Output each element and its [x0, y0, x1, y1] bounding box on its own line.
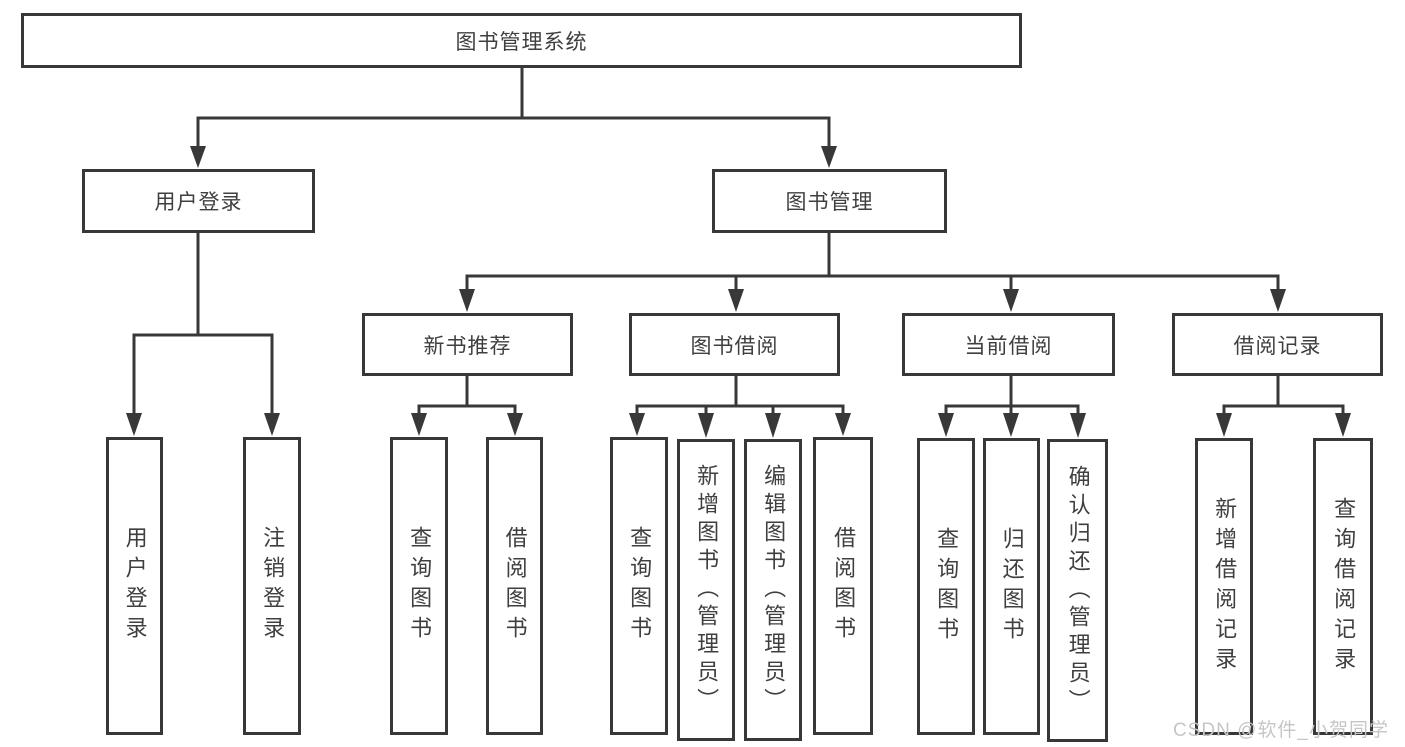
arrowhead-icon	[126, 413, 142, 436]
node-label: 查询图书	[627, 526, 653, 646]
node-label: 用户登录	[122, 526, 148, 646]
node-new-book-recommend: 新书推荐	[362, 313, 573, 376]
connector-paths	[132, 64, 1345, 416]
leaf-bb-add-book-admin: 新增图书（管理员）	[677, 439, 735, 741]
arrowhead-icon	[765, 413, 781, 438]
node-label: 编辑图书（管理员）	[761, 464, 787, 716]
arrowhead-icon	[938, 413, 954, 437]
leaf-br-add-record: 新增借阅记录	[1195, 438, 1253, 735]
arrowhead-icon	[821, 146, 837, 168]
leaf-cb-return-book: 归还图书	[983, 438, 1040, 735]
node-label: 当前借阅	[964, 334, 1053, 358]
node-label: 图书管理	[785, 191, 874, 214]
arrowhead-icon	[1070, 413, 1086, 438]
leaf-bb-borrow-book: 借阅图书	[813, 437, 873, 735]
arrowhead-icon	[1003, 289, 1019, 312]
leaf-br-query-record: 查询借阅记录	[1313, 438, 1373, 735]
node-label: 图书管理系统	[455, 30, 588, 54]
node-root-system: 图书管理系统	[21, 13, 1022, 68]
node-label: 确认归还（管理员）	[1065, 464, 1091, 717]
arrowheads	[126, 146, 1351, 438]
leaf-rec-borrow-book: 借阅图书	[486, 437, 543, 735]
leaf-bb-edit-book-admin: 编辑图书（管理员）	[744, 439, 802, 741]
arrowhead-icon	[264, 413, 280, 436]
arrowhead-icon	[728, 289, 744, 312]
node-label: 新增借阅记录	[1212, 496, 1238, 677]
leaf-logout: 注销登录	[243, 437, 301, 735]
node-label: 归还图书	[999, 526, 1025, 647]
arrowhead-icon	[411, 413, 427, 436]
arrowhead-icon	[190, 146, 206, 168]
node-label: 借阅记录	[1233, 334, 1322, 358]
arrowhead-icon	[1335, 413, 1351, 437]
arrowhead-icon	[629, 413, 645, 436]
node-label: 查询图书	[407, 526, 433, 646]
node-current-borrowing: 当前借阅	[902, 313, 1115, 376]
leaf-rec-query-book: 查询图书	[390, 437, 448, 735]
arrowhead-icon	[507, 413, 523, 436]
arrowhead-icon	[459, 289, 475, 312]
arrowhead-icon	[835, 413, 851, 436]
node-label: 注销登录	[260, 526, 286, 646]
arrowhead-icon	[1216, 413, 1232, 437]
node-book-borrowing: 图书借阅	[629, 313, 840, 376]
node-borrow-records: 借阅记录	[1172, 313, 1383, 376]
node-label: 借阅图书	[502, 526, 528, 646]
leaf-cb-confirm-return-admin: 确认归还（管理员）	[1047, 439, 1108, 742]
node-label: 查询图书	[934, 526, 960, 647]
node-label: 新书推荐	[423, 334, 512, 358]
node-label: 用户登录	[154, 191, 243, 214]
arrowhead-icon	[1270, 289, 1286, 312]
arrowhead-icon	[1003, 413, 1019, 437]
node-label: 新增图书（管理员）	[694, 464, 720, 716]
csdn-watermark: CSDN @软件_小贺同学	[1173, 720, 1389, 741]
node-book-management: 图书管理	[712, 169, 947, 233]
node-label: 查询借阅记录	[1331, 496, 1357, 677]
arrowhead-icon	[698, 413, 714, 438]
node-label: 图书借阅	[690, 334, 779, 358]
leaf-cb-query-book: 查询图书	[917, 438, 975, 735]
node-label: 借阅图书	[831, 526, 857, 646]
leaf-bb-query-book: 查询图书	[610, 437, 668, 735]
node-user-login: 用户登录	[82, 169, 315, 233]
leaf-user-login: 用户登录	[106, 437, 163, 735]
